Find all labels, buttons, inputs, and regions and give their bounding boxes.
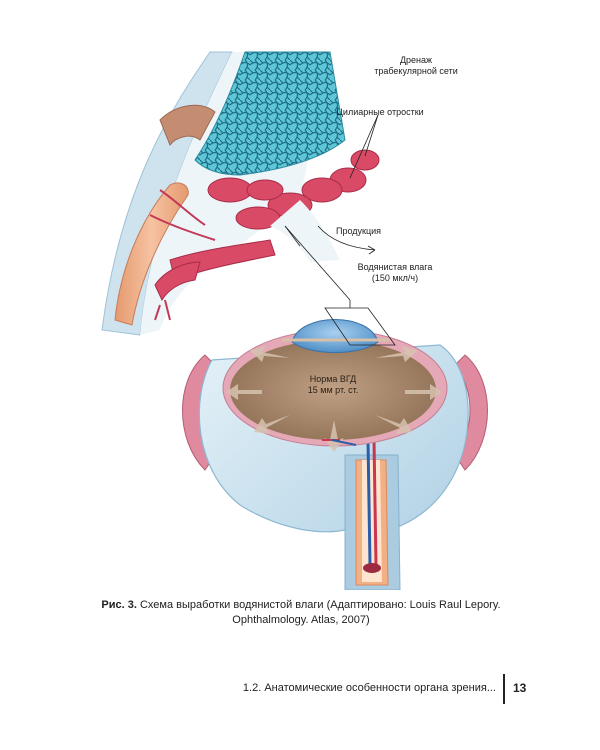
angle-detail-illustration bbox=[101, 51, 380, 336]
label-leaders bbox=[284, 114, 379, 301]
trabecular-meshwork bbox=[194, 51, 346, 176]
page-number: 13 bbox=[513, 681, 527, 695]
eyeball-illustration bbox=[182, 319, 488, 590]
label-production: Продукция bbox=[336, 226, 382, 236]
footer-divider bbox=[503, 674, 505, 704]
running-footer-title: 1.2. Анатомические особенности органа зр… bbox=[242, 682, 496, 694]
label-trabecular-drainage: Дренаж трабекулярной сети bbox=[374, 55, 458, 76]
pressure-arrows bbox=[226, 346, 442, 452]
anterior-chamber bbox=[230, 340, 436, 440]
caption-text: Схема выработки водянистой влаги (Адапти… bbox=[136, 599, 501, 626]
label-aqueous-humor: Водянистая влага (150 мкл/ч) bbox=[357, 262, 433, 283]
label-normal-iop: Норма ВГД 15 мм рт. ст. bbox=[307, 374, 359, 395]
label-ciliary-processes: Цилиарные отростки bbox=[336, 107, 424, 117]
eye-anatomy-figure bbox=[101, 51, 488, 590]
figure-caption: Рис. 3. Схема выработки водянистой влаги… bbox=[70, 598, 532, 628]
zoom-callout bbox=[324, 300, 396, 346]
cornea bbox=[291, 319, 379, 353]
caption-prefix: Рис. 3. bbox=[101, 599, 137, 611]
